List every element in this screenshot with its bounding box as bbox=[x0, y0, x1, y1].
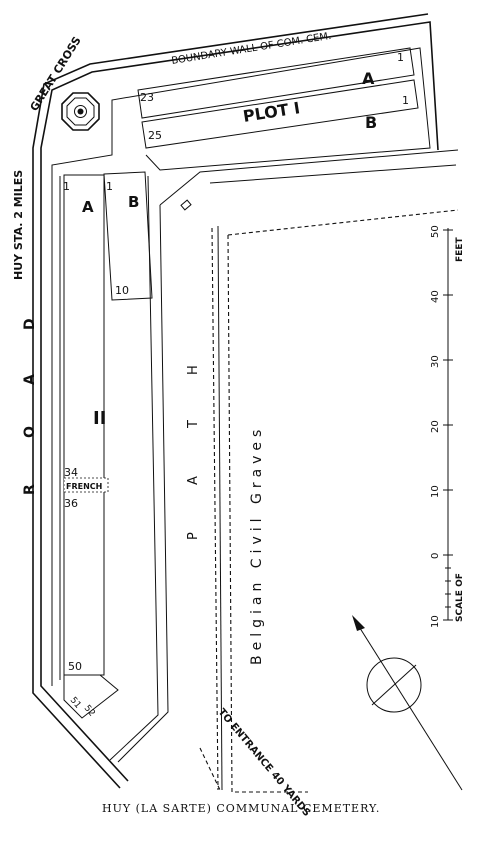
plot-two-french-label: FRENCH bbox=[66, 482, 102, 491]
path-letter-h: H bbox=[186, 365, 201, 375]
plot-two-grave-34: 34 bbox=[64, 466, 78, 479]
inner-path-edges bbox=[51, 47, 459, 791]
road-letter-r: R bbox=[22, 484, 38, 495]
gate-marker bbox=[180, 199, 192, 211]
north-arrow bbox=[352, 615, 463, 791]
plot-two-title: II bbox=[93, 408, 106, 429]
plot-one-row-a: A bbox=[362, 69, 375, 88]
plot-one-rows bbox=[137, 47, 419, 149]
road-letter-a: A bbox=[22, 374, 38, 385]
scale-tick-20: 20 bbox=[430, 420, 441, 433]
road-letter-d: D bbox=[22, 318, 38, 330]
path-letter-a: A bbox=[186, 476, 201, 485]
scale-tick-10: 10 bbox=[430, 485, 441, 498]
plot-one-row-b-first: 1 bbox=[402, 94, 409, 107]
scale-tick-30: 30 bbox=[430, 355, 441, 368]
plot-two-row-b: B bbox=[128, 193, 139, 211]
huy-station-label: HUY STA. 2 MILES bbox=[12, 170, 25, 280]
scale-tick-10-left: 10 bbox=[430, 615, 441, 628]
road-letter-o: O bbox=[22, 426, 38, 438]
plot-two-grave-51: 51 bbox=[68, 696, 83, 711]
path-letter-p: P bbox=[186, 532, 201, 540]
great-cross-marker bbox=[61, 92, 100, 131]
scale-of-label: SCALE OF bbox=[455, 573, 465, 622]
scale-tick-0: 0 bbox=[430, 553, 441, 559]
belgian-graves-boundary bbox=[199, 209, 459, 793]
plot-one-row-a-last: 23 bbox=[140, 91, 154, 104]
outer-boundary-wall bbox=[32, 13, 439, 789]
map-caption: HUY (LA SARTE) COMMUNAL CEMETERY. bbox=[102, 802, 380, 815]
plot-two-grave-50: 50 bbox=[68, 660, 82, 673]
path-letter-t: T bbox=[186, 420, 201, 429]
scale-bar bbox=[443, 228, 453, 621]
plot-one-title: PLOT I bbox=[242, 98, 302, 126]
plot-two-row-b-last: 10 bbox=[115, 284, 129, 297]
plot-two-grave-36: 36 bbox=[64, 497, 78, 510]
plot-two-row-b-first: 1 bbox=[106, 180, 113, 193]
plot-two-row-a-first: 1 bbox=[63, 180, 70, 193]
plot-one-row-b-last: 25 bbox=[148, 129, 162, 142]
plot-two-row-a: A bbox=[82, 198, 94, 216]
plot-one-row-b: B bbox=[365, 113, 377, 132]
plot-two-rows bbox=[63, 171, 153, 719]
scale-tick-50: 50 bbox=[430, 225, 441, 238]
plot-one-row-a-first: 1 bbox=[397, 51, 404, 64]
scale-tick-40: 40 bbox=[430, 290, 441, 303]
great-cross-label: GREAT CROSS bbox=[28, 34, 84, 113]
scale-unit-feet: FEET bbox=[455, 237, 465, 262]
belgian-graves-label: Belgian Civil Graves bbox=[249, 425, 265, 665]
